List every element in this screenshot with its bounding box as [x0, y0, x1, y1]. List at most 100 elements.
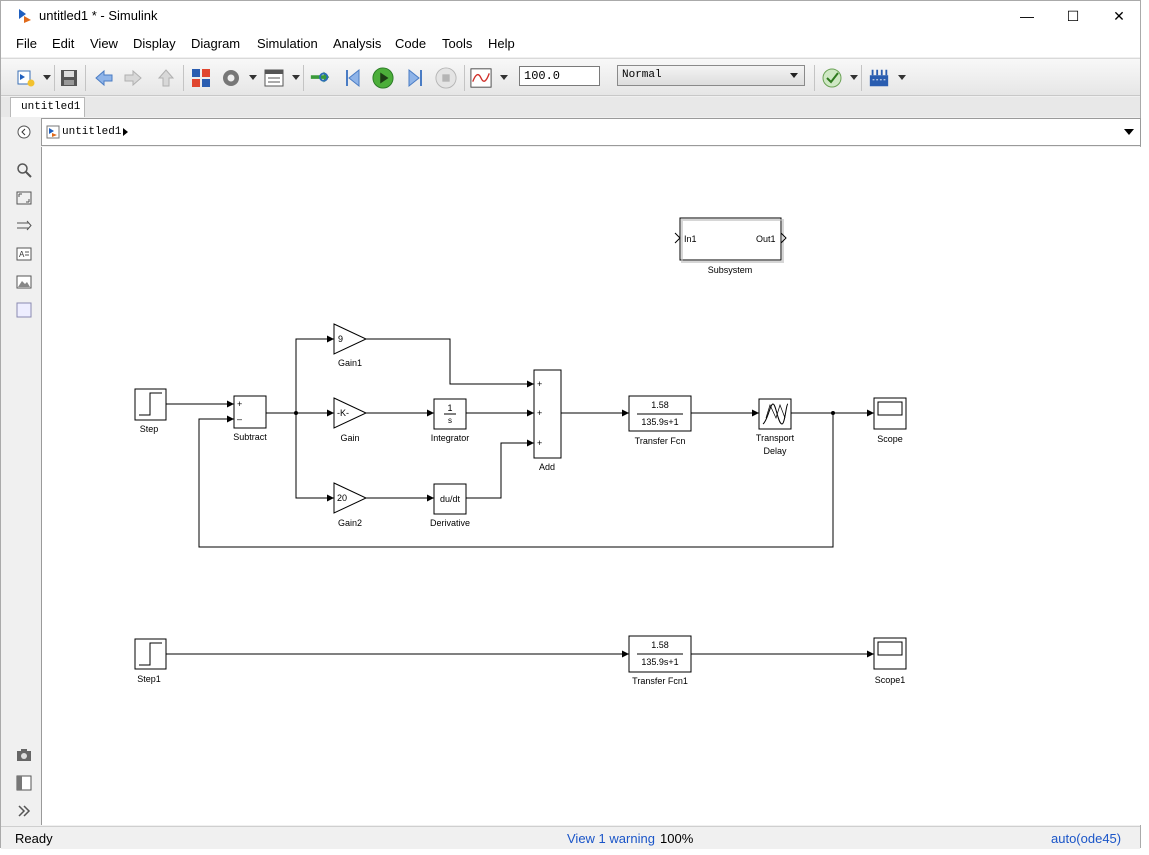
model-config-dropdown[interactable]: [249, 75, 257, 80]
breadcrumb-arrow-icon: [123, 128, 128, 136]
model-advisor-dropdown[interactable]: [850, 75, 858, 80]
menu-simulation[interactable]: Simulation: [257, 36, 318, 51]
new-model-dropdown[interactable]: [43, 75, 51, 80]
close-button[interactable]: ✕: [1113, 7, 1125, 24]
menu-edit[interactable]: Edit: [52, 36, 75, 51]
model-browser-icon[interactable]: [15, 774, 33, 792]
area-icon[interactable]: [15, 301, 33, 319]
scope1-block[interactable]: Scope1: [873, 637, 907, 685]
integrator-label: Integrator: [431, 433, 470, 443]
subsystem-block[interactable]: In1 Out1 Subsystem: [674, 217, 787, 275]
signal-feedback[interactable]: [198, 413, 834, 548]
menu-help[interactable]: Help: [488, 36, 515, 51]
minimize-button[interactable]: —: [1020, 8, 1034, 24]
status-ready: Ready: [15, 831, 53, 846]
model-config-icon[interactable]: [220, 67, 242, 89]
stop-time-input[interactable]: 100.0: [519, 66, 600, 86]
zoom-icon[interactable]: [15, 161, 33, 179]
data-inspector-icon[interactable]: [470, 67, 492, 89]
scope-label: Scope: [877, 434, 903, 444]
arrow-icon[interactable]: [15, 217, 33, 235]
simulation-mode-select[interactable]: Normal: [617, 65, 805, 86]
run-icon[interactable]: [372, 67, 394, 89]
refresh-icon[interactable]: [309, 67, 331, 89]
scope-block[interactable]: Scope: [873, 397, 907, 444]
gain2-value: 20: [337, 493, 347, 503]
gain-block[interactable]: -K- Gain: [333, 397, 368, 443]
transfer-fcn-block[interactable]: 1.58 135.9s+1 Transfer Fcn: [628, 395, 692, 446]
step1-block[interactable]: Step1: [134, 638, 167, 684]
gain1-value: 9: [338, 334, 343, 344]
signal-to-gain2[interactable]: [295, 413, 334, 502]
status-warning-link[interactable]: View 1 warning: [567, 831, 655, 846]
menu-tools[interactable]: Tools: [442, 36, 473, 51]
step-back-icon[interactable]: [343, 67, 365, 89]
tf1-label: Transfer Fcn1: [632, 676, 688, 686]
menu-view[interactable]: View: [90, 36, 118, 51]
step-block[interactable]: Step: [134, 388, 167, 434]
branch-point: [294, 411, 298, 415]
image-icon[interactable]: [15, 273, 33, 291]
stop-icon[interactable]: [435, 67, 457, 89]
signal-lines: [166, 335, 874, 658]
model-explorer-icon[interactable]: [263, 67, 285, 89]
tf-denominator: 135.9s+1: [641, 417, 678, 427]
delay-label-line2: Delay: [763, 446, 787, 456]
transport-delay-block[interactable]: Transport Delay: [756, 398, 795, 456]
model-explorer-dropdown[interactable]: [292, 75, 300, 80]
breadcrumb-untitled1[interactable]: untitled1: [62, 126, 122, 138]
model-canvas[interactable]: [41, 147, 1141, 825]
derivative-label: Derivative: [430, 518, 470, 528]
hide-browser-icon[interactable]: [15, 123, 33, 141]
model-advisor-icon[interactable]: [821, 67, 843, 89]
gain1-block[interactable]: 9 Gain1: [333, 323, 368, 368]
build-icon[interactable]: [868, 67, 890, 89]
build-dropdown[interactable]: [898, 75, 906, 80]
back-icon[interactable]: [93, 67, 115, 89]
signal-derivative-add[interactable]: [466, 439, 534, 499]
gain-label: Gain: [340, 433, 359, 443]
tf-label: Transfer Fcn: [635, 436, 686, 446]
save-icon[interactable]: [58, 67, 80, 89]
add-sign-1: +: [537, 379, 542, 389]
status-zoom: 100%: [660, 831, 694, 846]
forward-icon[interactable]: [122, 67, 144, 89]
left-palette: A: [1, 118, 41, 825]
transfer-fcn1-block[interactable]: 1.58 135.9s+1 Transfer Fcn1: [628, 635, 692, 686]
fit-view-icon[interactable]: [15, 189, 33, 207]
library-browser-icon[interactable]: [190, 67, 212, 89]
gain2-block[interactable]: 20 Gain2: [333, 482, 368, 528]
menu-display[interactable]: Display: [133, 36, 176, 51]
tf-numerator: 1.58: [651, 400, 669, 410]
subtract-label: Subtract: [233, 432, 267, 442]
subtract-plus-sign: +: [237, 399, 242, 409]
menu-analysis[interactable]: Analysis: [333, 36, 382, 51]
simulink-app-icon: [19, 9, 31, 23]
integrator-numerator: 1: [447, 403, 452, 413]
gain1-label: Gain1: [338, 358, 362, 368]
maximize-button[interactable]: ☐: [1066, 7, 1080, 24]
gain-value: -K-: [337, 408, 349, 418]
menu-diagram[interactable]: Diagram: [191, 36, 241, 51]
step-forward-icon[interactable]: [403, 67, 425, 89]
signal-gain1-add[interactable]: [366, 338, 534, 388]
derivative-block[interactable]: du/dt Derivative: [430, 483, 470, 528]
up-icon[interactable]: [155, 67, 177, 89]
expand-icon[interactable]: [15, 802, 33, 820]
data-inspector-dropdown[interactable]: [500, 75, 508, 80]
menu-code[interactable]: Code: [395, 36, 427, 51]
step1-label: Step1: [137, 674, 161, 684]
menu-file[interactable]: File: [16, 36, 37, 51]
new-model-icon[interactable]: [15, 67, 37, 89]
add-sign-3: +: [537, 438, 542, 448]
subtract-block[interactable]: + – Subtract: [233, 395, 267, 442]
tab-untitled1[interactable]: untitled1: [10, 97, 85, 117]
address-dropdown-icon[interactable]: [1124, 128, 1134, 136]
integrator-block[interactable]: 1 s Integrator: [431, 398, 470, 443]
add-label: Add: [539, 462, 555, 472]
status-solver-link[interactable]: auto(ode45): [1051, 831, 1122, 846]
camera-icon[interactable]: [15, 746, 33, 764]
signal-to-gain1[interactable]: [295, 335, 334, 413]
annotation-icon[interactable]: A: [15, 245, 33, 263]
add-block[interactable]: + + + Add: [533, 369, 562, 472]
